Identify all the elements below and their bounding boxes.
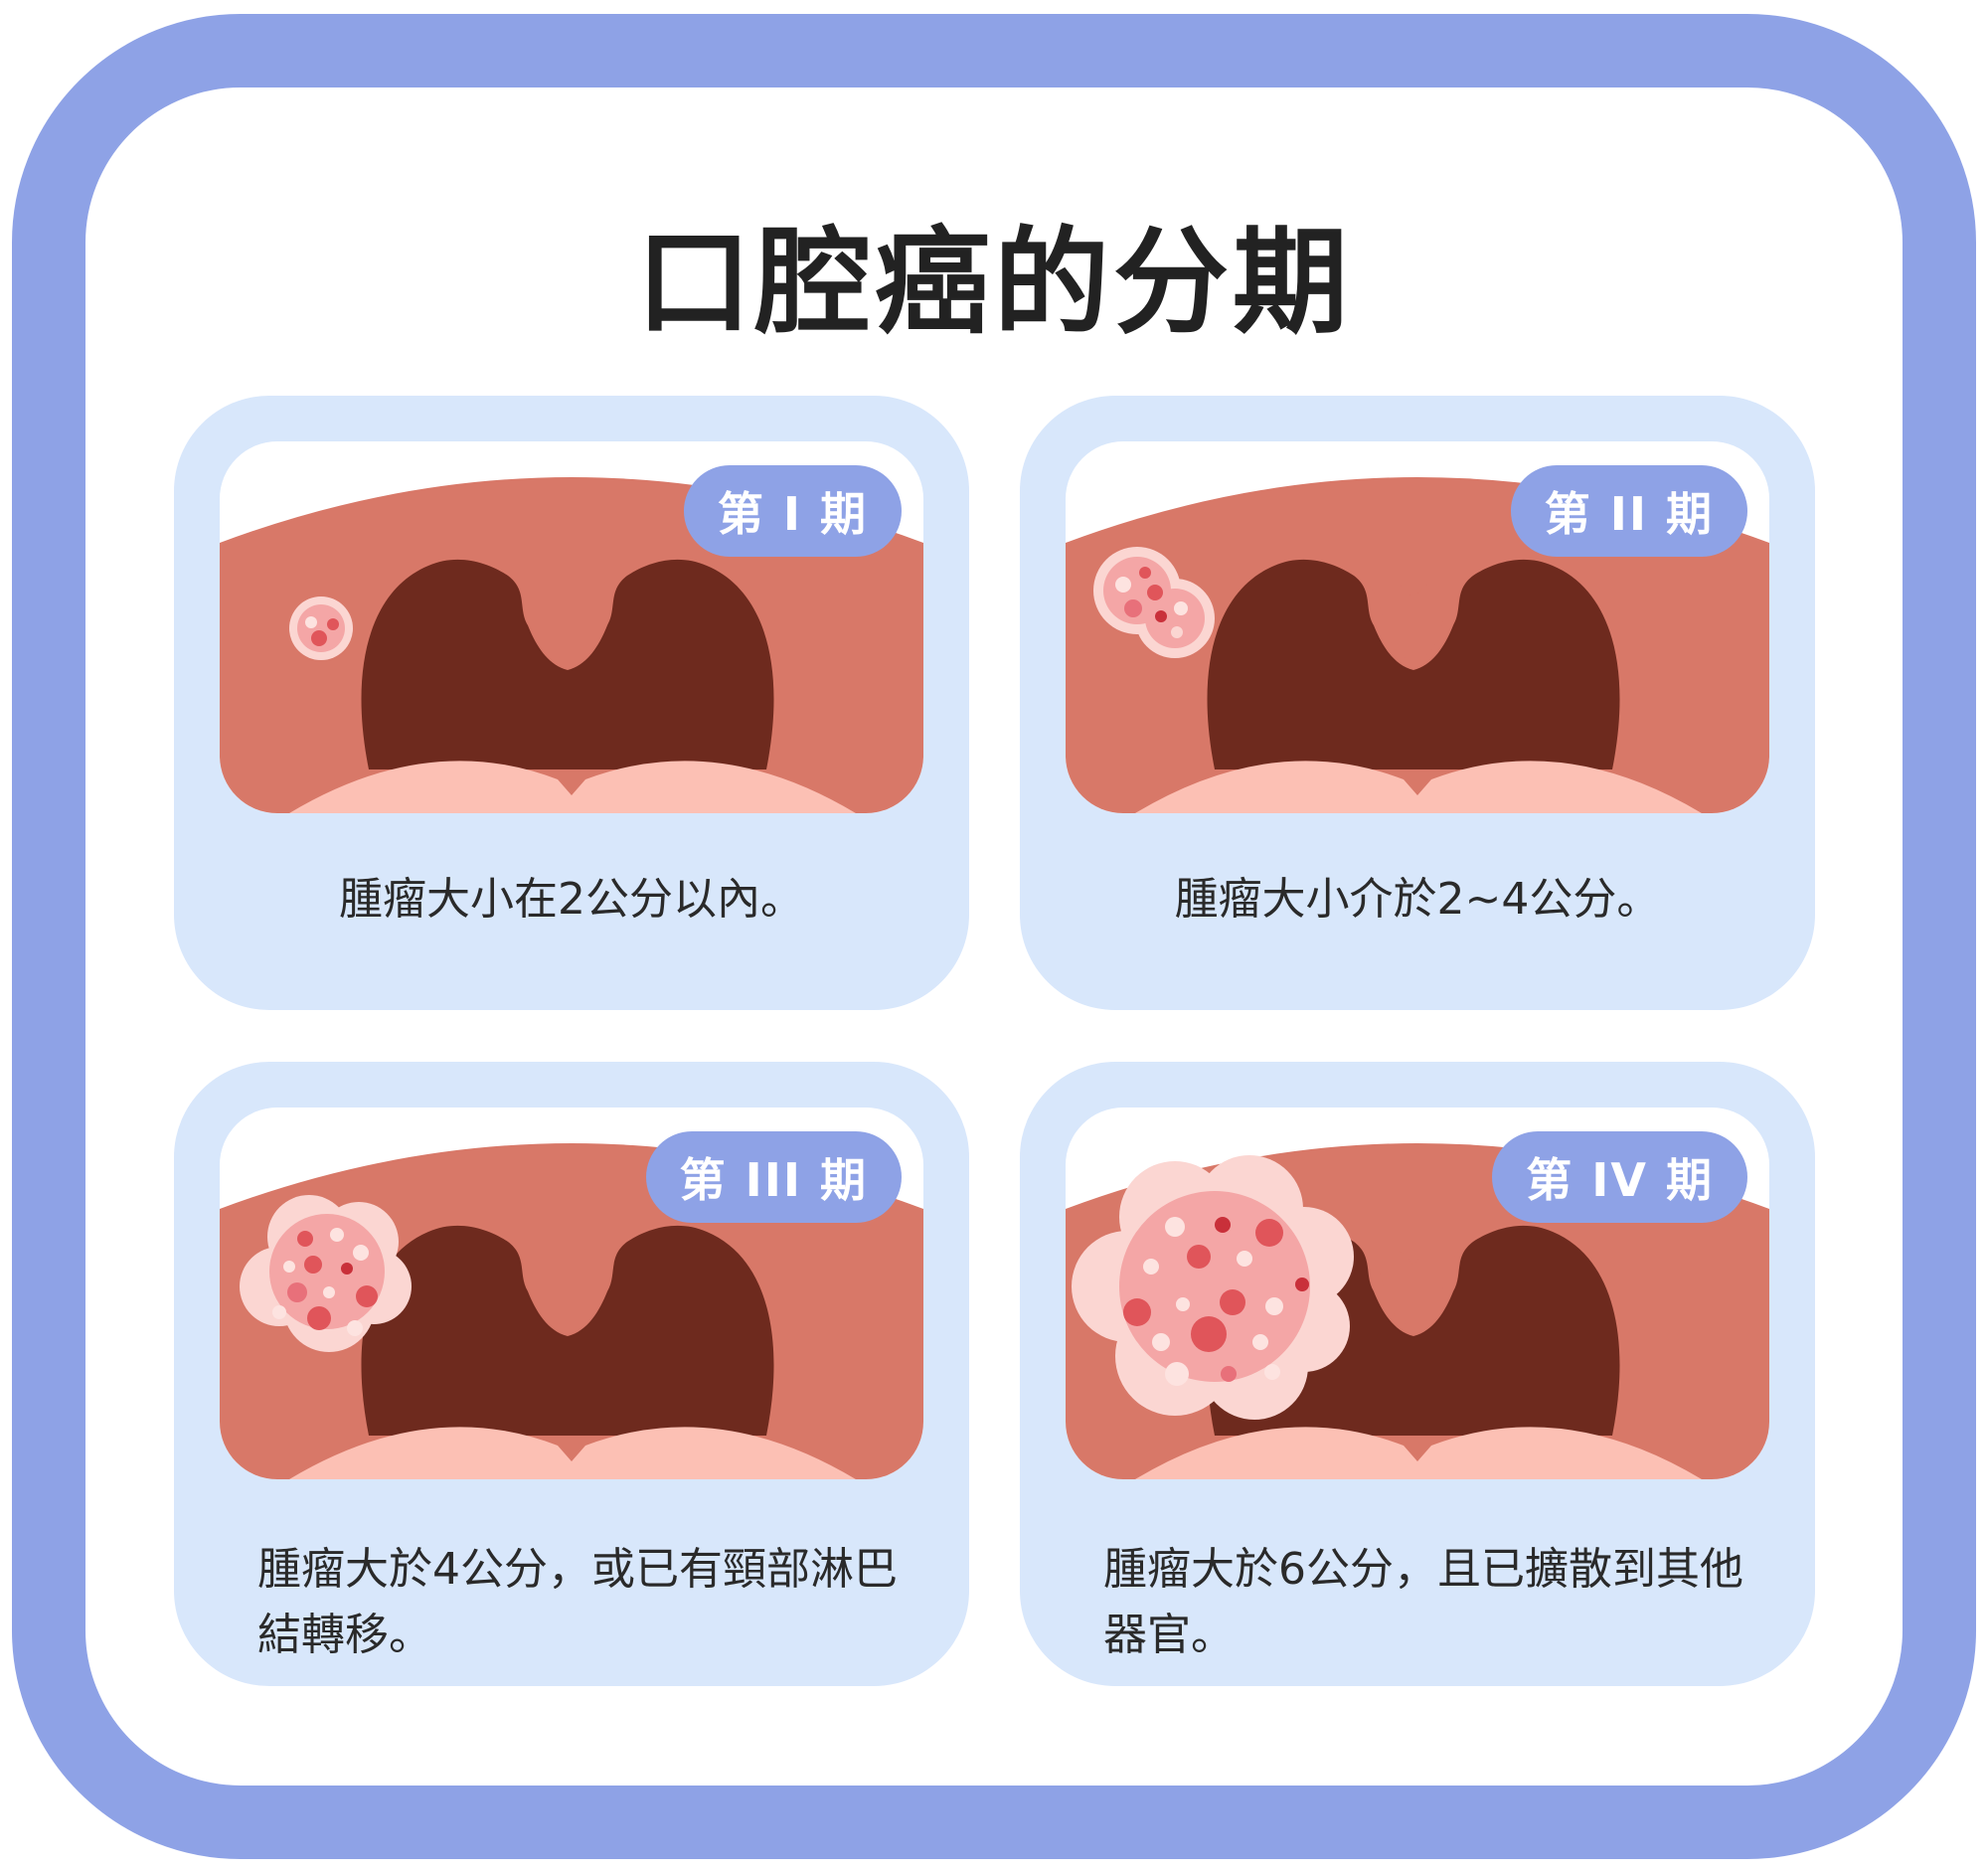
throat: [361, 1225, 774, 1436]
mouth-illustration: 第 I 期: [220, 441, 923, 813]
throat: [361, 559, 774, 769]
uvula: [523, 1247, 612, 1325]
tongue: [289, 1427, 856, 1479]
uvula: [1369, 581, 1458, 659]
stage-description: 腫瘤大小在2公分以內。: [339, 874, 804, 925]
stage-card-2: 第 II 期 腫瘤大小介於2~4公分。: [1020, 396, 1815, 1010]
stage-badge: 第 IV 期: [1492, 1131, 1747, 1223]
mouth-svg: [220, 1143, 923, 1479]
stage-badge: 第 II 期: [1510, 465, 1747, 557]
tongue: [1135, 1427, 1702, 1479]
page-title: 口腔癌的分期: [636, 216, 1352, 350]
mouth-illustration: 第 II 期: [1066, 441, 1769, 813]
stage-description: 腫瘤大於6公分，且已擴散到其他器官。: [1103, 1544, 1743, 1660]
mouth-svg: [220, 477, 923, 813]
stage-description: 腫瘤大於4公分，或已有頸部淋巴結轉移。: [257, 1544, 898, 1660]
tumor-small: [289, 596, 353, 660]
throat: [1207, 559, 1620, 769]
mouth-svg: [1066, 477, 1769, 813]
stage-card-3: 第 III 期 腫瘤大於4公分，或已有頸部淋巴結轉移。: [174, 1062, 969, 1686]
uvula: [523, 581, 612, 659]
tumor-large: [240, 1195, 412, 1352]
stage-card-1: 第 I 期 腫瘤大小在2公分以內。: [174, 396, 969, 1010]
mouth-illustration: 第 IV 期: [1066, 1107, 1769, 1479]
tumor-very-large: [1072, 1155, 1354, 1420]
uvula: [1369, 1247, 1458, 1325]
mouth-svg: [1066, 1143, 1769, 1479]
mouth-illustration: 第 III 期: [220, 1107, 923, 1479]
stage-description: 腫瘤大小介於2~4公分。: [1174, 874, 1661, 925]
tumor-medium: [1093, 547, 1215, 658]
stage-badge: 第 I 期: [683, 465, 902, 557]
tongue: [289, 761, 856, 813]
tongue: [1135, 761, 1702, 813]
stage-card-4: 第 IV 期 腫瘤大於6公分，且已擴散到其他器官。: [1020, 1062, 1815, 1686]
stage-badge: 第 III 期: [645, 1131, 902, 1223]
